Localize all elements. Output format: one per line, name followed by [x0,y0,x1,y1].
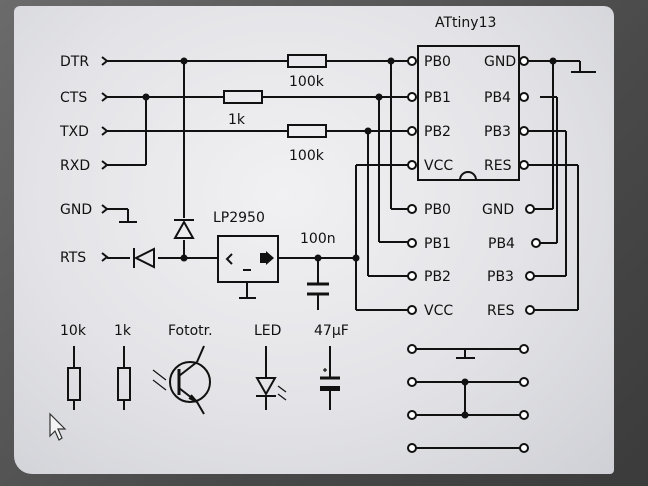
resistor-dtr-value: 100k [289,74,325,90]
jumper-block [407,344,529,453]
signal-dtr-label: DTR [60,54,89,70]
legend-resistor-1k-icon [117,367,131,401]
regulator: LP2950 [213,210,279,299]
header-pin-pb3: PB3 [487,269,514,285]
led-icon [255,346,287,410]
chip-pin-gnd: GND [484,54,516,70]
phototransistor-icon [152,345,211,415]
header-pin-gnd: GND [482,202,514,218]
chip-pin-vcc: VCC [424,158,453,174]
component-legend: 10k 1k Fototr. LED 47µF [60,323,349,415]
header-pin-pb2: PB2 [424,269,451,285]
legend-47uf-label: 47µF [314,323,349,339]
regulator-input-icon [225,253,233,265]
capacitor-100n-label: 100n [300,231,336,247]
terminal-rts-icon [101,252,109,262]
screen [14,6,614,474]
regulator-output-icon [266,251,274,265]
terminal-dtr-icon [101,56,109,66]
wires [107,60,596,311]
chip-pin-pb0: PB0 [424,54,451,70]
chip-pin-pb2: PB2 [424,124,451,140]
chip-pin-pb1: PB1 [424,90,451,106]
header-pin-vcc: VCC [424,303,453,319]
terminal-rxd-icon [101,160,109,170]
series-resistors: 100k 1k 100k [223,54,327,164]
electrolytic-capacitor-icon [320,346,340,410]
resistor-txd [287,124,327,138]
diode-dtr-icon [173,219,195,239]
signal-cts-label: CTS [60,90,87,106]
chip-pin-pb4: PB4 [484,90,511,106]
legend-10k-label: 10k [60,323,87,339]
terminal-txd-icon [101,126,109,136]
header-pin-res: RES [487,303,515,319]
resistor-cts [223,90,263,104]
diodes [133,219,195,269]
chip-pin-pb3: PB3 [484,124,511,140]
junction-dots [142,57,557,262]
signal-txd-label: TXD [59,124,89,140]
header-pin-pb4: PB4 [488,236,515,252]
legend-phototransistor-label: Fototr. [168,323,213,339]
regulator-box [217,235,279,283]
resistor-txd-value: 100k [289,148,325,164]
diode-rts-icon [133,247,155,269]
regulator-label: LP2950 [213,210,265,226]
resistor-dtr [287,54,327,68]
legend-1k-label: 1k [114,323,132,339]
chip-body [417,45,520,181]
header-pin-pb0: PB0 [424,202,451,218]
chip-pin-res: RES [484,158,512,174]
chip-title: ATtiny13 [435,15,496,31]
signal-gnd-label: GND [60,202,92,218]
attiny13-chip: ATtiny13 PB0 PB1 PB2 VCC GND PB4 PB3 RES [407,15,529,181]
signal-rxd-label: RXD [60,158,90,174]
signal-terminals: DTR CTS TXD RXD GND RTS [59,54,109,266]
legend-resistor-10k-icon [67,367,81,401]
terminal-gnd-icon [101,204,109,214]
header-pin-pb1: PB1 [424,236,451,252]
resistor-cts-value: 1k [228,112,246,128]
capacitor-100n: 100n [300,231,336,296]
chip-notch [459,171,477,181]
signal-rts-label: RTS [60,250,86,266]
header-pins: PB0 PB1 PB2 VCC GND PB4 PB3 RES [407,202,541,319]
terminal-cts-icon [101,92,109,102]
legend-led-label: LED [254,323,281,339]
mouse-cursor-icon [49,412,67,441]
